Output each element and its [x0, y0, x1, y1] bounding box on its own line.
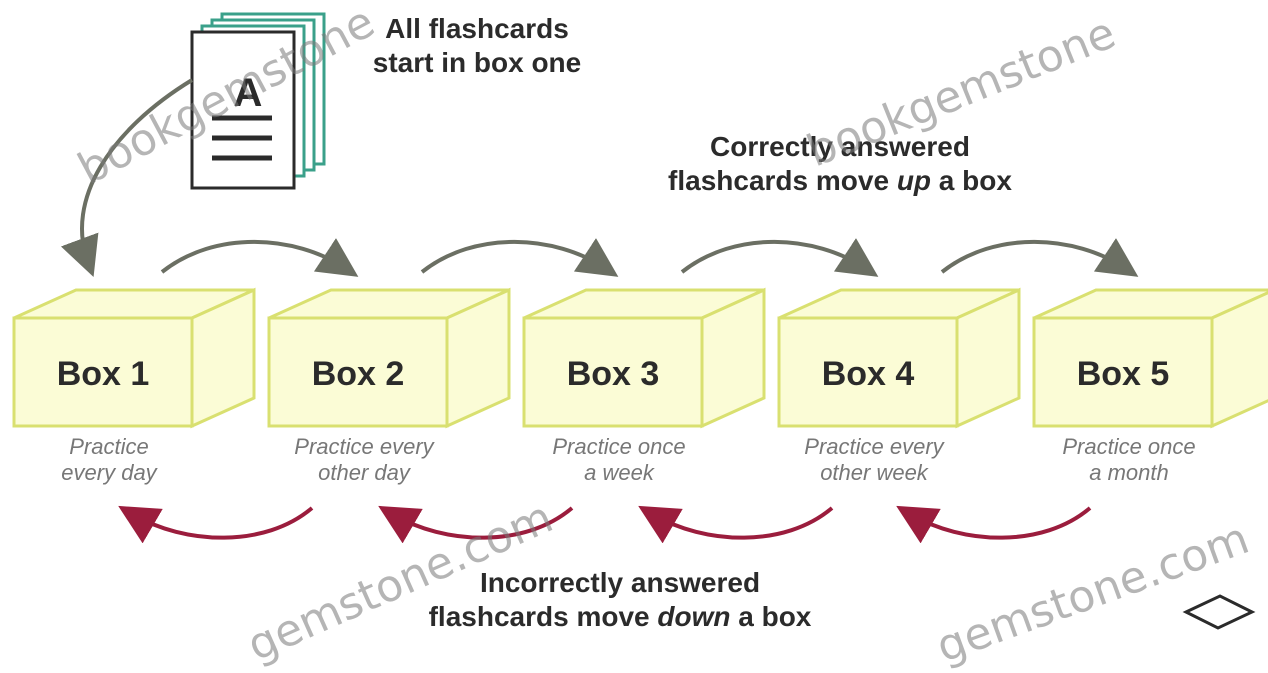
correct-line-2: flashcards move up a box — [668, 165, 1012, 196]
intro-line-2: start in box one — [372, 47, 582, 78]
box-note-line-2: a week — [584, 460, 654, 485]
emphasis-up: up — [896, 165, 932, 196]
up-arrow-1-2 — [160, 238, 359, 277]
down-arrow-4-3 — [638, 505, 834, 544]
box-5 — [1032, 288, 1268, 429]
incorrect-line-1: Incorrectly answered — [479, 567, 761, 598]
down-arrow-2-1 — [118, 505, 314, 544]
flashcard-stack-icon — [190, 12, 326, 190]
box-label: Box 2 — [311, 355, 405, 393]
up-arrow-3-4 — [680, 238, 879, 277]
box-label: Box 4 — [821, 355, 915, 393]
box-icon — [1182, 594, 1256, 630]
box-2 — [267, 287, 511, 429]
box-label: Box 5 — [1076, 355, 1170, 393]
incorrect-caption: Incorrectly answered flashcards move dow… — [380, 566, 860, 634]
down-arrow-5-4 — [896, 505, 1092, 544]
box-label: Box 1 — [56, 355, 150, 393]
box-3 — [522, 287, 766, 429]
down-arrow-3-2 — [378, 505, 574, 544]
box-note-line-1: Practice every — [804, 434, 944, 459]
box-note-line-2: a month — [1089, 460, 1169, 485]
box-1 — [12, 287, 256, 429]
leitner-diagram: A — [12, 12, 1268, 630]
start-arrow — [60, 78, 194, 278]
box-note-line-1: Practice every — [294, 434, 434, 459]
incorrect-line-2: flashcards move down a box — [428, 601, 812, 632]
card-letter: A — [234, 71, 263, 115]
box-note-line-1: Practice once — [552, 434, 686, 459]
correct-line-1: Correctly answered — [710, 131, 970, 162]
box-note-line-2: other week — [820, 460, 928, 485]
up-arrow-2-3 — [420, 238, 619, 277]
intro-line-1: All flashcards — [385, 13, 569, 44]
box-note-line-2: other day — [318, 460, 410, 485]
box-row — [12, 287, 1268, 429]
emphasis-down: down — [657, 601, 731, 632]
box-label: Box 3 — [566, 355, 660, 393]
correct-caption: Correctly answered flashcards move up a … — [630, 130, 1050, 198]
up-arrow-4-5 — [940, 238, 1139, 277]
box-4 — [777, 287, 1021, 429]
intro-caption: All flashcards start in box one — [352, 12, 602, 80]
box-note-line-1: Practice — [69, 434, 149, 459]
box-note-line-1: Practice once — [1062, 434, 1196, 459]
box-note-line-2: every day — [61, 460, 157, 485]
